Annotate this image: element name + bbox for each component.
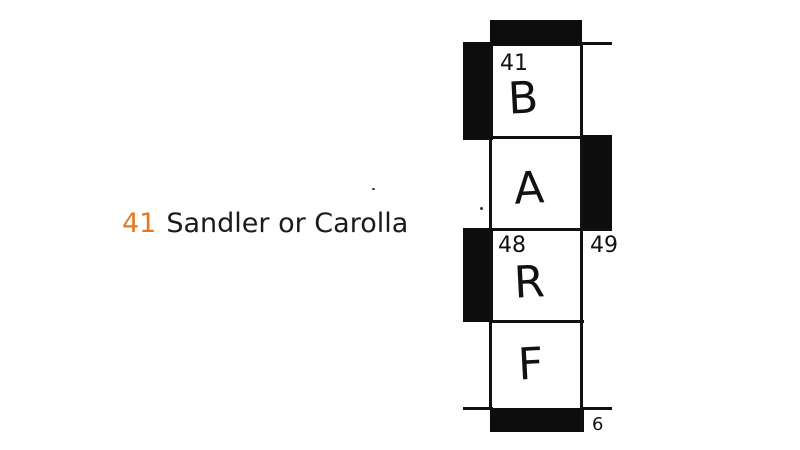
black-square-left-3 bbox=[463, 228, 493, 322]
grid-line bbox=[490, 228, 612, 231]
black-square-right-2 bbox=[582, 135, 612, 230]
cell-letter: A bbox=[512, 162, 546, 215]
cell-letter: R bbox=[512, 256, 546, 309]
neighbor-number-clip-bottom: 6 bbox=[584, 412, 612, 435]
grid-line bbox=[580, 42, 612, 45]
clue-text: Sandler or Carolla bbox=[166, 208, 409, 239]
grid-cell[interactable]: F bbox=[492, 323, 580, 407]
grid-line bbox=[463, 407, 493, 410]
scan-speck bbox=[372, 188, 375, 190]
grid-line bbox=[490, 320, 584, 323]
grid-line bbox=[580, 42, 583, 410]
grid-line bbox=[582, 407, 612, 410]
grid-line bbox=[490, 136, 584, 139]
scan-speck bbox=[480, 207, 483, 210]
clue: 41 Sandler or Carolla bbox=[122, 206, 408, 242]
black-square-top bbox=[490, 20, 582, 46]
neighbor-number-clip: 49 bbox=[584, 233, 618, 259]
neighbor-cell-number: 49 bbox=[590, 233, 618, 258]
black-square-left-1 bbox=[463, 42, 493, 140]
grid-cell[interactable]: A bbox=[492, 139, 580, 228]
cell-number: 48 bbox=[498, 233, 526, 258]
grid-line bbox=[489, 42, 492, 410]
neighbor-cell-number-bottom: 6 bbox=[592, 414, 604, 435]
cell-letter: B bbox=[506, 72, 540, 125]
cell-letter: F bbox=[516, 338, 545, 391]
cell-number: 41 bbox=[500, 51, 528, 76]
clue-number: 41 bbox=[122, 208, 157, 239]
grid-cell[interactable]: 48 R bbox=[492, 231, 580, 320]
grid-cell[interactable]: 41 B bbox=[492, 45, 580, 136]
black-square-bottom bbox=[490, 408, 584, 432]
grid-line bbox=[580, 408, 583, 432]
